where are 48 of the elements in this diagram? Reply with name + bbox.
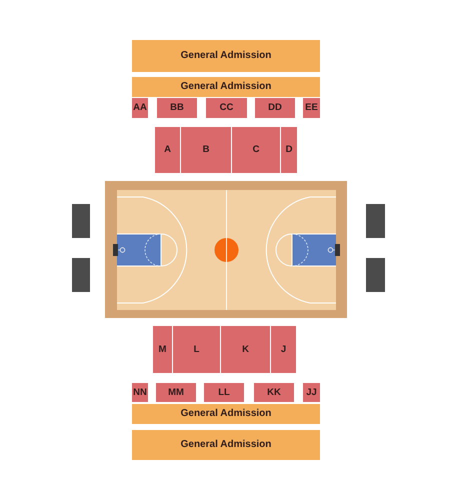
seating-section bbox=[255, 98, 295, 118]
section-label: DD bbox=[268, 103, 282, 113]
section-label: General Admission bbox=[180, 82, 272, 92]
section-label: General Admission bbox=[180, 440, 272, 450]
section-label: BB bbox=[170, 103, 184, 113]
section-label: CC bbox=[220, 103, 234, 113]
seating-section bbox=[281, 127, 297, 173]
section-label: C bbox=[252, 145, 260, 155]
seating-section bbox=[232, 127, 280, 173]
bench-block bbox=[366, 258, 385, 292]
section-label: K bbox=[242, 344, 249, 354]
section-label: J bbox=[280, 344, 286, 354]
seating-section bbox=[303, 383, 320, 402]
general-admission-section bbox=[132, 77, 320, 97]
seating-section bbox=[303, 98, 320, 118]
seating-section bbox=[155, 127, 180, 173]
section-label: B bbox=[202, 145, 210, 155]
section-label: L bbox=[194, 344, 200, 354]
seating-section bbox=[206, 98, 247, 118]
seating-section bbox=[153, 326, 172, 373]
section-label: EE bbox=[305, 103, 318, 113]
seating-section bbox=[157, 98, 197, 118]
seating-section bbox=[173, 326, 220, 373]
section-label: M bbox=[158, 344, 166, 354]
seating-section bbox=[254, 383, 294, 402]
section-label: LL bbox=[218, 388, 230, 398]
seating-section bbox=[156, 383, 196, 402]
seating-section bbox=[271, 326, 296, 373]
bench-block bbox=[72, 204, 90, 238]
seating-section bbox=[221, 326, 270, 373]
general-admission-section bbox=[132, 40, 320, 72]
seating-section bbox=[204, 383, 244, 402]
general-admission-section bbox=[132, 430, 320, 460]
section-label: General Admission bbox=[180, 409, 272, 419]
section-label: NN bbox=[133, 388, 147, 398]
section-label: D bbox=[286, 145, 292, 155]
section-label: A bbox=[164, 145, 171, 155]
section-label: General Admission bbox=[180, 51, 272, 61]
section-label: JJ bbox=[306, 388, 317, 398]
bench-block bbox=[72, 258, 90, 292]
seating-section bbox=[132, 383, 148, 402]
section-label: KK bbox=[267, 388, 281, 398]
section-label: MM bbox=[168, 388, 184, 398]
seating-section bbox=[181, 127, 231, 173]
bench-block bbox=[366, 204, 385, 238]
general-admission-section bbox=[132, 404, 320, 424]
section-label: AA bbox=[133, 103, 147, 113]
seating-section bbox=[132, 98, 148, 118]
